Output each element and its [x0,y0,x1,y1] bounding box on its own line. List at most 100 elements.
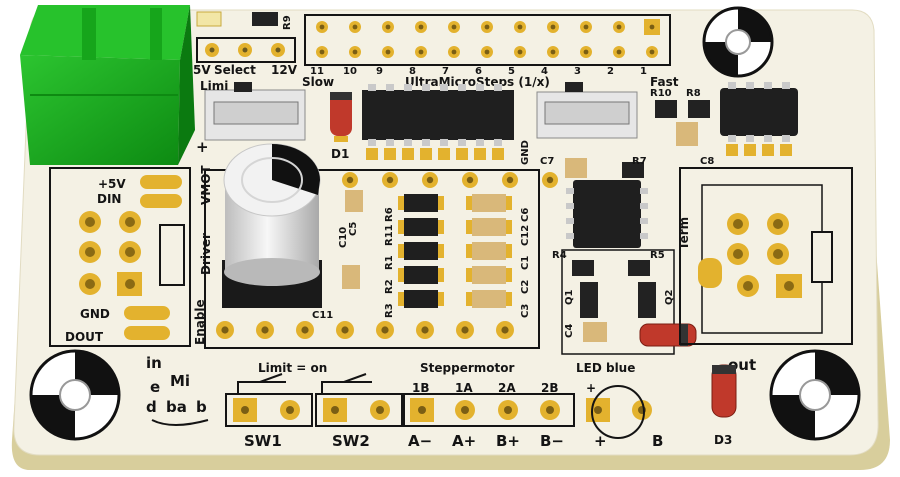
driver-chip-pin [566,218,574,224]
sw1-pad-box [225,393,313,427]
resistor-body [404,194,438,212]
um-slide-switch [536,82,638,139]
step-number-4: 4 [541,66,548,77]
pad-hole [461,406,469,414]
resistor-body [404,266,438,284]
pad-hole [451,49,457,55]
d1-label: D1 [331,147,349,161]
soic8-pin [782,82,790,89]
in-label: in [146,354,162,372]
r7-body [622,162,644,178]
bottom-label: A+ [452,432,476,450]
driver-chip-pin [640,203,648,209]
pad-hole [346,176,354,184]
capacitor-label: C2 [520,280,531,294]
pad-hole [466,176,474,184]
pin-dout-label: DOUT [65,330,104,344]
pad-hole [550,24,556,30]
capacitor-label: C12 [520,225,531,246]
resistor-pad [438,220,444,234]
pad-hole [352,49,358,55]
green-terminal-block [20,5,195,165]
capacitor-pad [506,244,512,258]
capacitor-label: C1 [520,256,531,270]
resistor-label: R6 [384,207,395,222]
pad-hole [301,326,309,334]
coil-label-2B: 2B [541,381,559,395]
driver-chip-pin [640,233,648,239]
led-circle-symbol [591,385,645,439]
capacitor-pad [466,220,472,234]
label-limit-partial: Limi [200,79,228,93]
pad-hole [385,49,391,55]
c7-body [565,158,587,178]
ic-pin [476,139,484,146]
sw2-pad-box [315,393,403,427]
pad-hole [583,24,589,30]
pad-hole [352,24,358,30]
pad-hole [504,406,512,414]
label-12v: 12V [271,63,298,77]
resistor-pad [438,292,444,306]
mounting-hole-bottom-right [769,349,861,441]
pad-hole [261,326,269,334]
led-d2 [639,323,697,347]
pad-hole [426,176,434,184]
resistor-label: R11 [384,224,395,246]
term-jumper-pad [698,258,722,288]
c4-body [583,322,607,342]
capacitor-pad [506,292,512,306]
led-blue-label: LED blue [576,361,635,375]
ic-pin [476,84,484,91]
smd-led-top [196,11,222,27]
resistor-pad [398,244,404,258]
resistor-pad [398,292,404,306]
gnd-label: GND [520,140,531,165]
ic-pin [404,84,412,91]
ic-pad [438,148,450,160]
pad-hole [451,24,457,30]
resistor-label: R3 [384,303,395,318]
svg-text:b: b [196,398,207,416]
driver-module-outline [204,169,540,349]
step-number-2: 2 [607,66,614,77]
left-connector-outline [49,167,191,347]
step-number-6: 6 [475,66,482,77]
pad-hole [517,24,523,30]
c10-body [342,265,360,289]
resistor-pad [398,268,404,282]
d3-label: D3 [714,433,732,447]
driver-top-pads [342,172,558,188]
limit-on-label: Limit = on [258,361,327,375]
pad-hole [385,24,391,30]
pad-hole [381,326,389,334]
label-5v: 5V [193,63,211,77]
bottom-label: B+ [496,432,520,450]
pad-hole [649,24,655,30]
capacitor-label: C3 [520,304,531,318]
c11-label: C11 [312,310,333,321]
c5-body [345,190,363,212]
pad-hole [506,176,514,184]
pad-hole [331,406,339,414]
resistor-pad [398,220,404,234]
pad-hole [418,49,424,55]
pad-hole [221,326,229,334]
steppermotor-label: Steppermotor [420,361,514,375]
q2-body [638,282,656,318]
ic-pin [368,84,376,91]
r5-label: R5 [650,250,665,261]
soic8-pin [746,135,754,142]
r8-label: R8 [686,88,701,99]
pad-hole [418,24,424,30]
ic-pin [386,84,394,91]
c10-label: C10 [338,227,349,248]
capacitor-label: C6 [520,208,531,222]
ic-pin [458,139,466,146]
capacitor-pad [466,244,472,258]
soic8-pin [782,135,790,142]
motor-pad-box [403,393,575,427]
label-slow: Slow [302,75,334,89]
